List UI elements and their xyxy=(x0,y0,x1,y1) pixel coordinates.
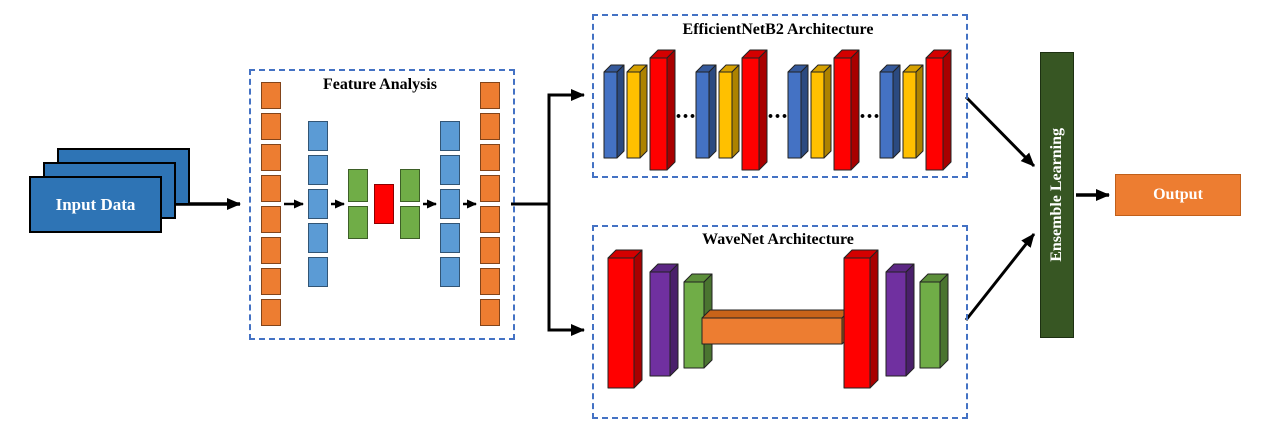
feature-block xyxy=(261,206,281,233)
efficientnet-box xyxy=(592,14,968,178)
feature-block xyxy=(348,169,368,202)
feature-analysis-title: Feature Analysis xyxy=(323,76,437,93)
input-rect-front: Input Data xyxy=(29,176,162,233)
ensemble-learning-label: Ensemble Learning xyxy=(1048,128,1065,262)
wavenet-title: WaveNet Architecture xyxy=(702,231,854,248)
input-data-label: Input Data xyxy=(55,194,136,214)
feature-block xyxy=(400,206,420,239)
feature-block xyxy=(440,223,460,253)
feature-block xyxy=(374,184,394,224)
feature-block xyxy=(480,144,500,171)
feature-analysis-box xyxy=(249,69,515,340)
arrow-wavenet-to-ensemble xyxy=(964,233,1036,321)
encoder-column-orange-left xyxy=(261,82,281,326)
feature-block xyxy=(480,113,500,140)
arrow-efficientnet-to-ensemble xyxy=(964,95,1036,168)
feature-block xyxy=(348,206,368,239)
feature-block xyxy=(308,189,328,219)
feature-block xyxy=(480,175,500,202)
arrow-feature-to-efficientnet xyxy=(511,89,585,206)
arrow-feature-to-wavenet xyxy=(547,204,585,336)
encoder-column-green-left xyxy=(348,169,368,239)
feature-block xyxy=(480,206,500,233)
feature-block xyxy=(308,223,328,253)
feature-block xyxy=(261,237,281,264)
wavenet-box xyxy=(592,225,968,419)
output-box: Output xyxy=(1115,174,1241,216)
feature-block xyxy=(480,299,500,326)
efficientnet-title: EfficientNetB2 Architecture xyxy=(682,21,874,38)
feature-block xyxy=(440,121,460,151)
feature-block xyxy=(400,169,420,202)
feature-block xyxy=(261,113,281,140)
feature-block xyxy=(261,144,281,171)
output-label: Output xyxy=(1153,186,1203,203)
bottleneck-block-red xyxy=(374,184,394,224)
encoder-column-blue-left xyxy=(308,121,328,287)
feature-block xyxy=(480,82,500,109)
feature-block xyxy=(261,82,281,109)
feature-block xyxy=(440,257,460,287)
feature-block xyxy=(480,237,500,264)
decoder-column-orange-right xyxy=(480,82,500,326)
feature-block xyxy=(308,155,328,185)
feature-block xyxy=(261,268,281,295)
feature-block xyxy=(308,257,328,287)
feature-block xyxy=(308,121,328,151)
feature-block xyxy=(261,299,281,326)
ensemble-learning-box: Ensemble Learning xyxy=(1040,52,1074,338)
decoder-column-green-right xyxy=(400,169,420,239)
feature-block xyxy=(440,189,460,219)
feature-block xyxy=(480,268,500,295)
decoder-column-blue-right xyxy=(440,121,460,287)
ellipsis-1: ... xyxy=(675,98,697,124)
feature-block xyxy=(440,155,460,185)
ellipsis-3: ... xyxy=(859,98,881,124)
ellipsis-2: ... xyxy=(767,98,789,124)
feature-block xyxy=(261,175,281,202)
